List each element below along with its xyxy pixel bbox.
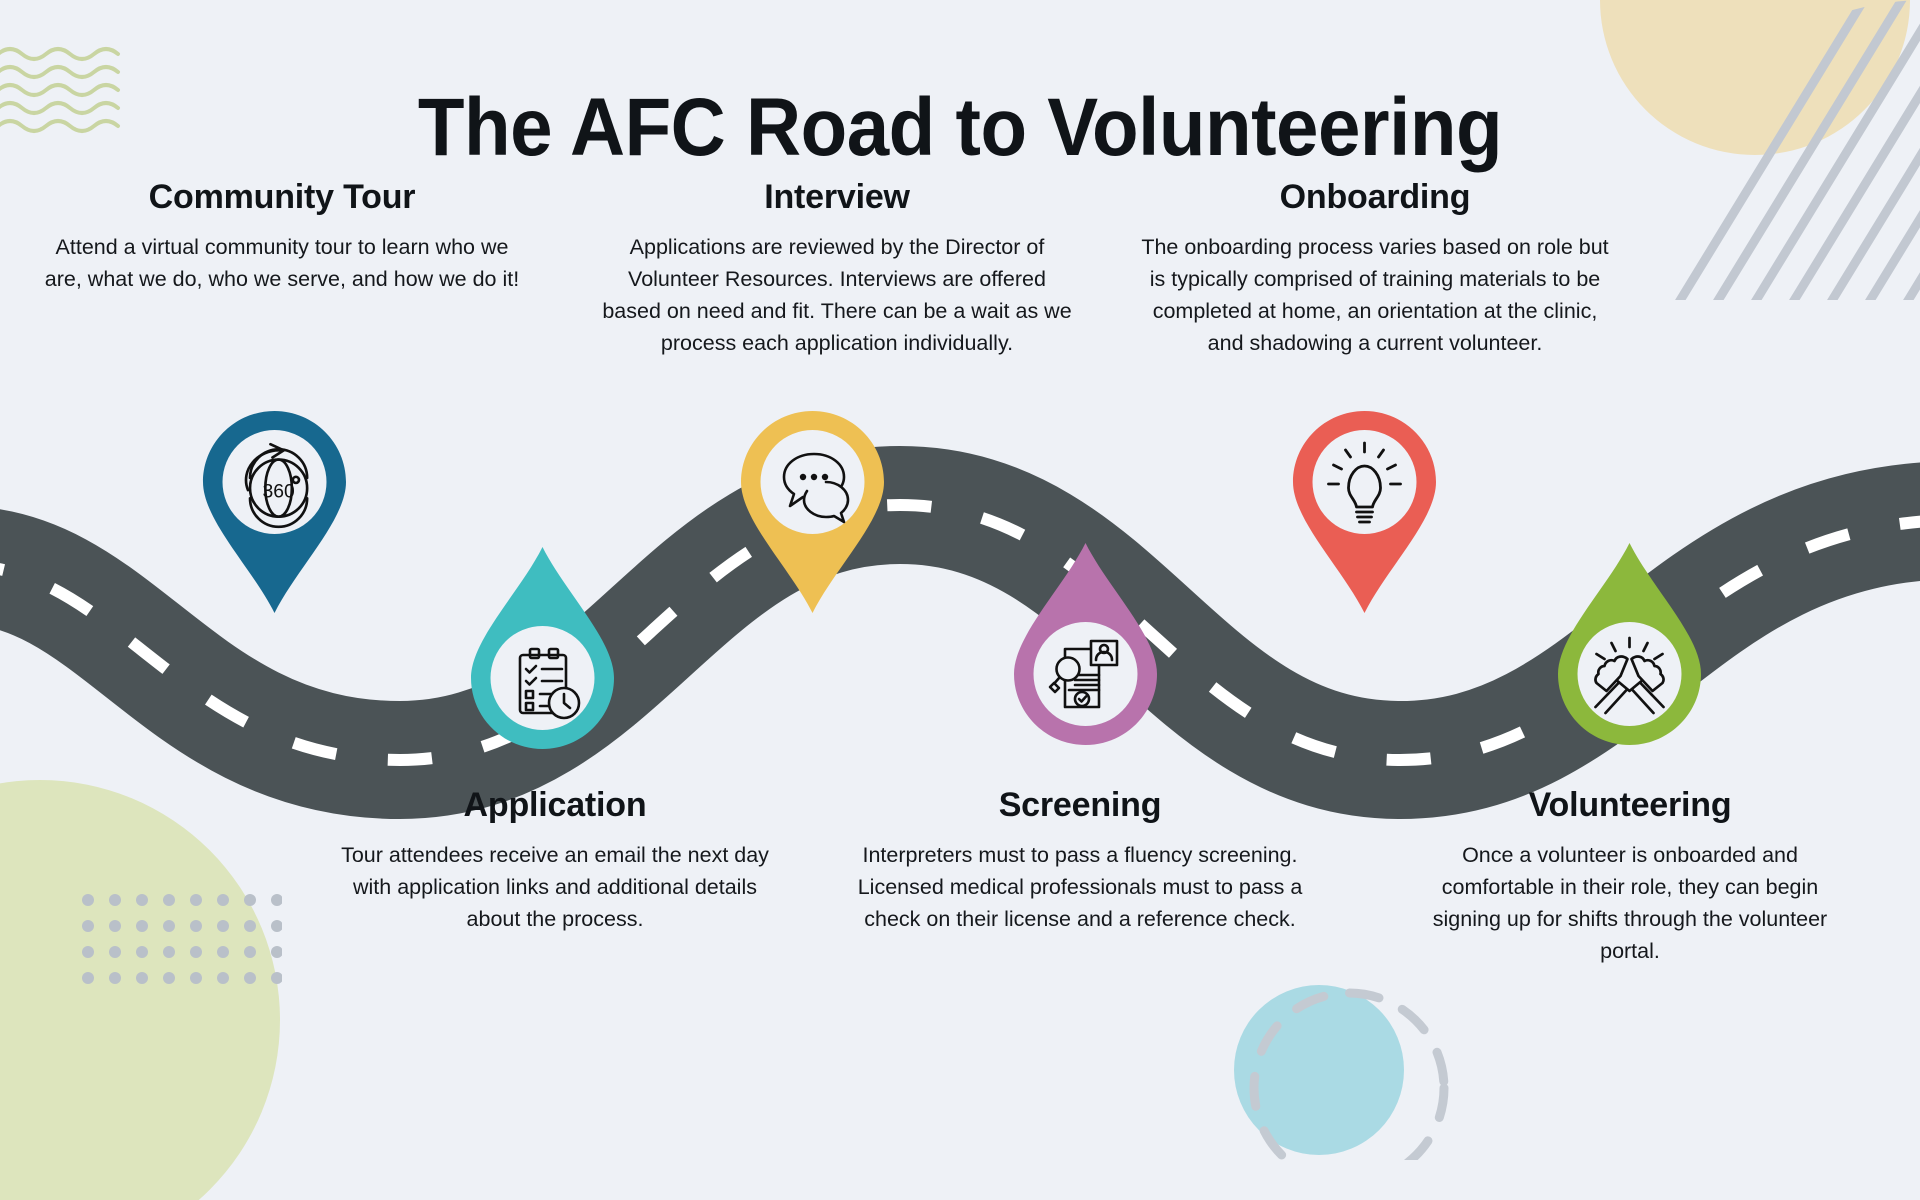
step-body-application: Tour attendees receive an email the next… — [341, 843, 769, 932]
step-title-volunteering: Volunteering — [1528, 786, 1732, 824]
step-body-onboarding: The onboarding process varies based on r… — [1141, 235, 1609, 356]
pin-onboarding[interactable] — [1282, 408, 1447, 618]
step-block-screening: Screening Interpreters must to pass a fl… — [830, 786, 1330, 935]
step-title-community-tour: Community Tour — [148, 178, 416, 216]
360-view-icon: 360 — [244, 442, 309, 529]
step-block-onboarding: Onboarding The onboarding process varies… — [1140, 178, 1610, 359]
page-title: The AFC Road to Volunteering — [417, 81, 1503, 173]
svg-text:360: 360 — [262, 480, 295, 502]
clipboard-clock-icon — [518, 647, 581, 720]
step-block-volunteering: Volunteering Once a volunteer is onboard… — [1420, 786, 1840, 967]
speech-bubbles-icon — [782, 452, 850, 524]
pin-community-tour[interactable]: 360 — [192, 408, 357, 618]
pin-interview[interactable] — [730, 408, 895, 618]
pin-volunteering[interactable] — [1547, 543, 1712, 748]
clasped-hands-icon — [1594, 636, 1665, 715]
pin-screening[interactable] — [1003, 543, 1168, 748]
step-title-onboarding: Onboarding — [1279, 178, 1471, 216]
step-title-interview: Interview — [764, 178, 910, 216]
step-block-community-tour: Community Tour Attend a virtual communit… — [42, 178, 522, 295]
step-title-screening: Screening — [998, 786, 1162, 824]
step-body-screening: Interpreters must to pass a fluency scre… — [857, 843, 1303, 932]
lightbulb-icon — [1327, 441, 1402, 524]
step-body-volunteering: Once a volunteer is onboarded and comfor… — [1432, 843, 1828, 964]
step-block-application: Application Tour attendees receive an em… — [330, 786, 780, 935]
step-title-application: Application — [463, 786, 647, 824]
step-block-interview: Interview Applications are reviewed by t… — [602, 178, 1072, 359]
pin-inner-circle — [1312, 430, 1417, 534]
pin-application[interactable] — [460, 547, 625, 752]
step-body-community-tour: Attend a virtual community tour to learn… — [44, 235, 520, 292]
document-search-icon — [1048, 639, 1119, 709]
step-body-interview: Applications are reviewed by the Directo… — [602, 235, 1072, 356]
pin-inner-circle — [490, 626, 595, 730]
